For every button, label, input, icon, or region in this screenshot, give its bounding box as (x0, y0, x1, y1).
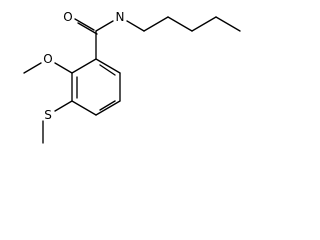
ring-bond-c4-c5 (95, 100, 121, 116)
amide-group: O N (63, 10, 125, 60)
hexyl-bond-4 (191, 16, 217, 32)
methoxy-group: O (23, 52, 73, 74)
carbonyl-double-bond-b (77, 22, 98, 35)
hexyl-bond-2 (143, 16, 169, 32)
amide-nitrogen-label: N (116, 10, 125, 24)
ring-bond-c6-c1 (95, 58, 121, 74)
bond-carbonyl-nitrogen (95, 20, 114, 32)
hexyl-chain (126, 16, 241, 32)
sulfur-label: S (44, 108, 52, 122)
ring-bond-c3-c4 (71, 100, 97, 116)
hexyl-bond-3 (167, 16, 193, 32)
methoxy-oxygen-label: O (43, 52, 52, 66)
ring-bond-c1-c2 (71, 58, 97, 74)
ring-double-bond-inner-2 (99, 100, 116, 111)
carbonyl-oxygen-label: O (63, 10, 72, 24)
carbonyl-double-bond-a (74, 18, 95, 31)
chemical-structure-diagram: O N O S (23, 10, 241, 144)
bond-methoxy-oxygen-methyl (23, 62, 42, 74)
hexyl-bond-5 (215, 16, 241, 32)
bond-ring-methoxy-oxygen (54, 62, 73, 74)
bond-ring-sulfur (54, 100, 73, 112)
methylthio-group: S (42, 100, 73, 144)
benzene-ring (71, 58, 121, 116)
hexyl-bond-1 (126, 20, 145, 32)
ring-double-bond-inner-3 (99, 64, 116, 76)
